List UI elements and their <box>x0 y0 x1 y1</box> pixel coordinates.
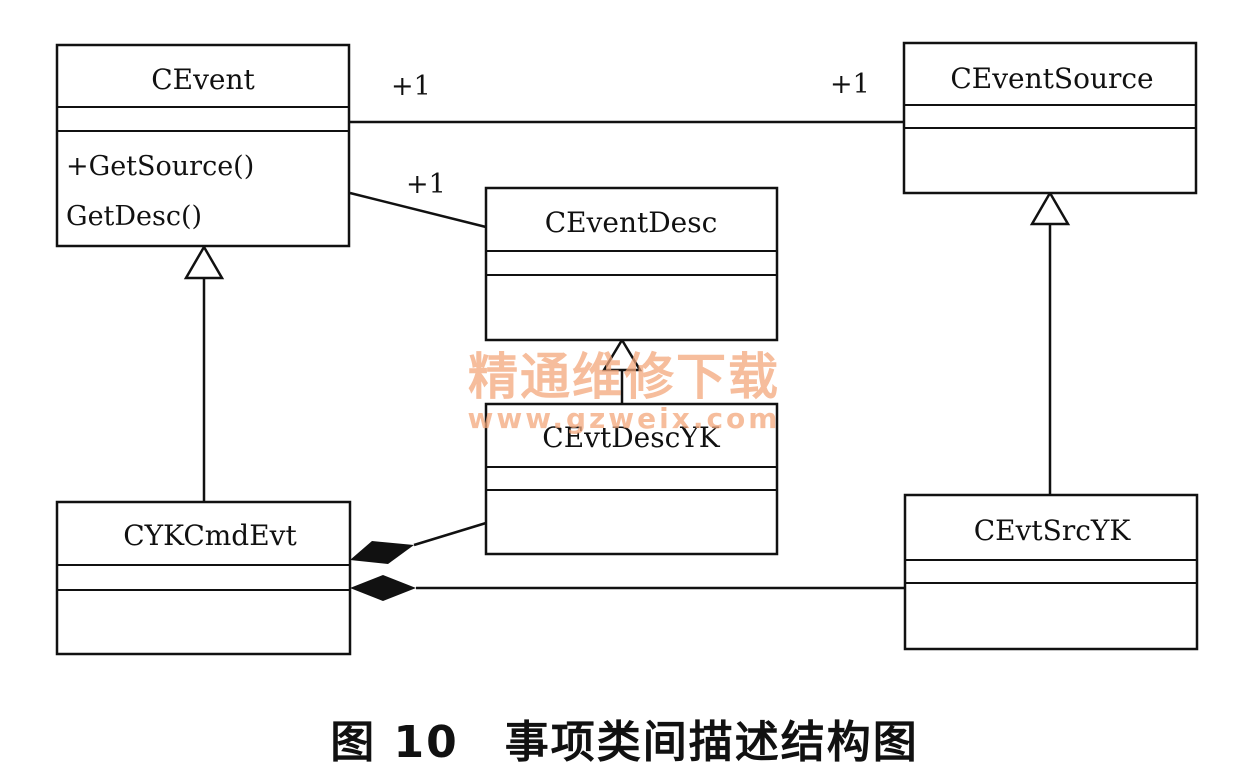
association-event-desc <box>349 191 487 229</box>
watermark-url: www.gzweix.com <box>468 402 781 435</box>
multiplicity-event-source-left: +1 <box>391 71 431 102</box>
class-name-ceventdesc: CEventDesc <box>545 206 718 239</box>
multiplicity-event-desc: +1 <box>406 169 446 200</box>
uml-class-diagram: CEvent +GetSource() GetDesc() CEventSour… <box>55 41 1199 656</box>
class-name-cevtsrcyk: CEvtSrcYK <box>974 514 1132 547</box>
class-cykcmdevt: CYKCmdEvt <box>55 500 352 656</box>
class-cevent: CEvent +GetSource() GetDesc() <box>55 43 351 248</box>
class-ceventsource: CEventSource <box>902 41 1198 195</box>
composition-diamond-desc <box>350 541 414 564</box>
watermark-title: 精通维修下载 <box>468 348 780 406</box>
composition-diamond-src <box>350 575 416 601</box>
generalization-arrow-cevent <box>183 244 225 280</box>
class-cevtdescyk: CEvtDescYK <box>484 402 779 556</box>
figure-caption: 图 10 事项类间描述结构图 <box>330 717 919 768</box>
class-name-cykcmdevt: CYKCmdEvt <box>123 519 297 552</box>
class-name-cevent: CEvent <box>151 63 255 96</box>
composition-line-desc <box>413 521 487 547</box>
class-ceventdesc: CEventDesc <box>484 186 779 342</box>
class-name-ceventsource: CEventSource <box>950 62 1153 95</box>
multiplicity-event-source-right: +1 <box>830 69 870 100</box>
class-cevtsrcyk: CEvtSrcYK <box>903 493 1199 651</box>
operation-getsource: +GetSource() <box>66 151 254 182</box>
operation-getdesc: GetDesc() <box>66 201 202 232</box>
class-name-cevtdescyk: CEvtDescYK <box>542 421 720 454</box>
generalization-arrow-ceventdesc <box>601 337 643 372</box>
generalization-arrow-ceventsource <box>1029 190 1071 226</box>
